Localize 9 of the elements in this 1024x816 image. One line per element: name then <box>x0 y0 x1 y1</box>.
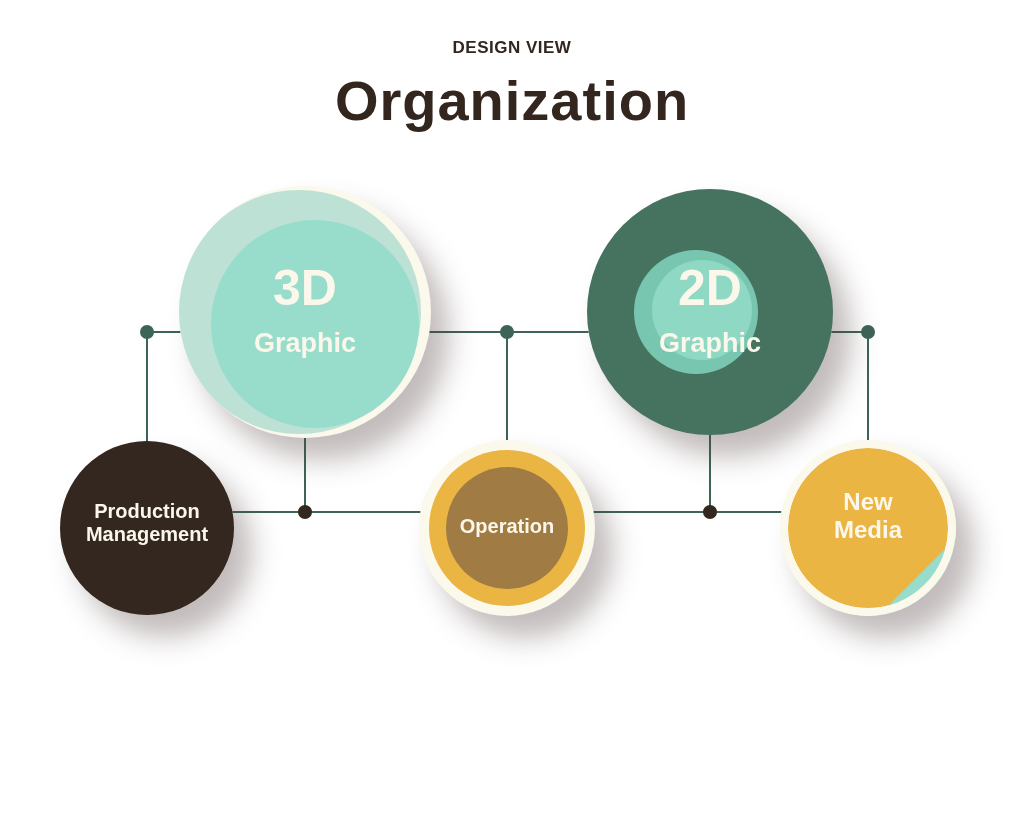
node-label: Graphic <box>253 328 357 360</box>
title: Organization <box>333 68 691 133</box>
node-heading: 3D <box>272 260 338 318</box>
node-heading: 2D <box>677 260 743 318</box>
node-label: Production Management <box>84 500 210 546</box>
connector-line <box>830 331 869 441</box>
node-label: Operation <box>458 515 556 538</box>
subtitle: DESIGN VIEW <box>451 38 573 58</box>
node-label: New Media <box>833 488 904 544</box>
